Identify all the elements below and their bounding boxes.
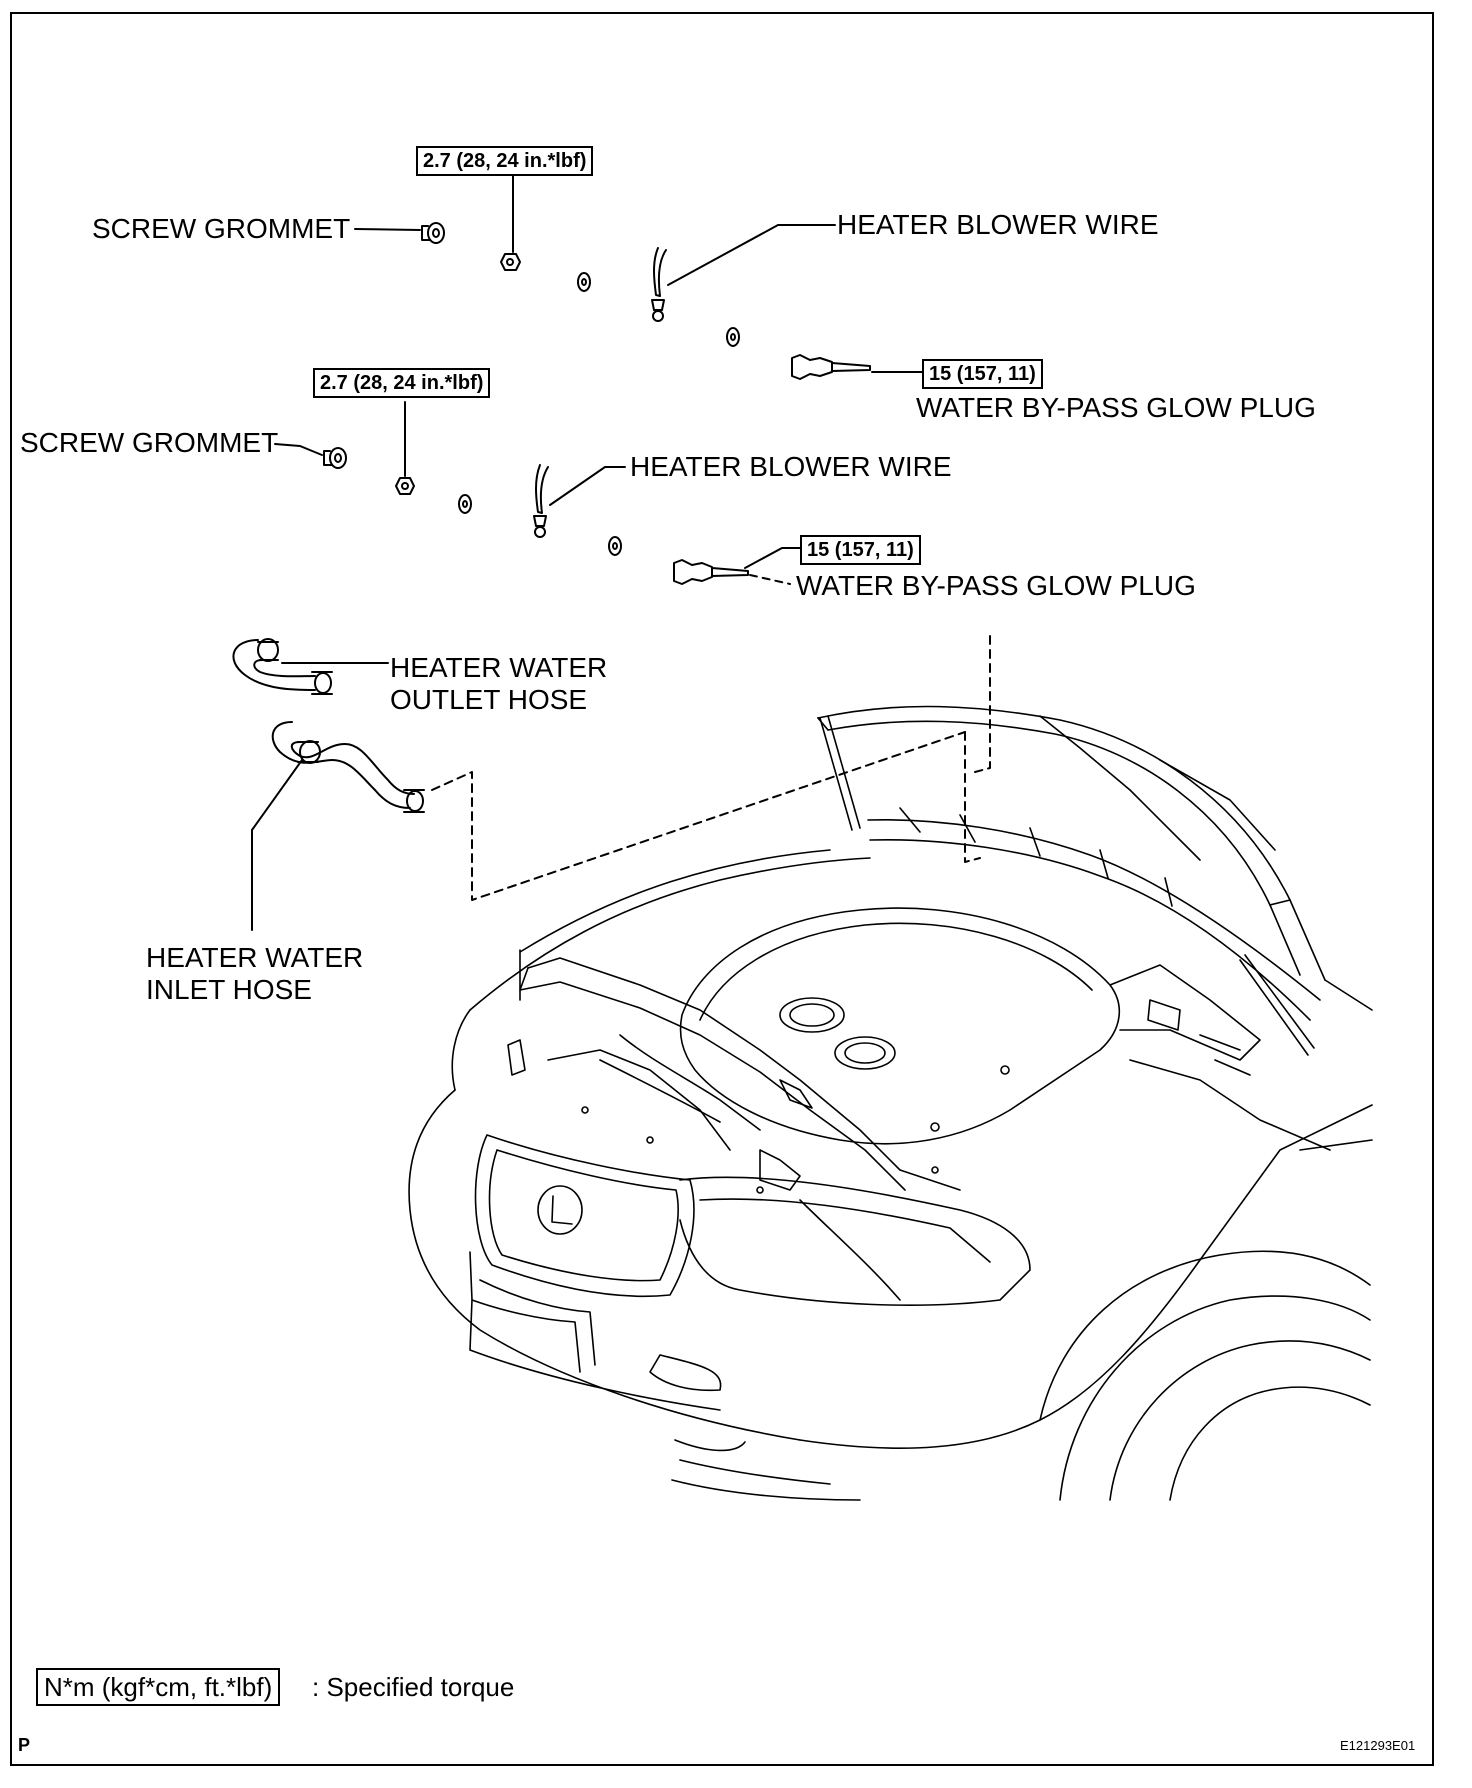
legend-text: : Specified torque	[312, 1672, 515, 1702]
leader-line	[354, 228, 421, 231]
torque-box-glow-plug-top: 15 (157, 11)	[922, 359, 1043, 389]
leader-line	[667, 224, 836, 286]
heater-blower-wire-top-icon	[651, 247, 667, 322]
screw-grommet-top-icon	[421, 222, 445, 244]
leader-line	[549, 466, 626, 506]
screw-grommet-mid-label: SCREW GROMMET	[20, 427, 279, 458]
glow-plug-mid-icon	[673, 559, 749, 585]
washer-top-left-icon	[577, 272, 591, 292]
figure-frame	[10, 12, 1434, 1766]
leader-line	[274, 443, 323, 456]
screw-grommet-top-label: SCREW GROMMET	[92, 213, 351, 244]
torque-box-glow-plug-mid: 15 (157, 11)	[800, 535, 921, 565]
nut-top-icon	[500, 253, 521, 271]
leader-line	[744, 547, 801, 569]
torque-box-nut-mid: 2.7 (28, 24 in.*lbf)	[313, 368, 491, 398]
heater-blower-wire-mid-label: HEATER BLOWER WIRE	[630, 451, 952, 482]
corner-mark-left: P	[18, 1735, 31, 1755]
dashed-leader	[749, 574, 791, 585]
dashed-location-lines	[431, 635, 991, 901]
heater-water-outlet-hose-icon	[232, 638, 333, 695]
glow-plug-top-icon	[791, 354, 871, 380]
heater-water-outlet-hose-label: HEATER WATER OUTLET HOSE	[390, 652, 608, 715]
legend-unit-box: N*m (kgf*cm, ft.*lbf)	[36, 1668, 281, 1706]
glow-plug-mid-label: WATER BY-PASS GLOW PLUG	[796, 570, 1196, 601]
screw-grommet-mid-icon	[323, 447, 347, 469]
glow-plug-top-label: WATER BY-PASS GLOW PLUG	[916, 392, 1316, 423]
washer-mid-right-icon	[608, 536, 622, 556]
leader-line	[251, 759, 303, 931]
heater-blower-wire-top-label: HEATER BLOWER WIRE	[837, 209, 1159, 240]
vehicle-engine-compartment-drawing	[408, 705, 1373, 1501]
nut-mid-icon	[395, 477, 415, 495]
heater-water-inlet-hose-icon	[271, 721, 425, 813]
heater-blower-wire-mid-icon	[533, 464, 549, 538]
torque-box-nut-top: 2.7 (28, 24 in.*lbf)	[416, 146, 594, 176]
washer-mid-left-icon	[458, 494, 472, 514]
heater-water-inlet-hose-label: HEATER WATER INLET HOSE	[146, 942, 364, 1005]
washer-top-right-icon	[726, 327, 740, 347]
figure-id: E121293E01	[1340, 1738, 1416, 1753]
